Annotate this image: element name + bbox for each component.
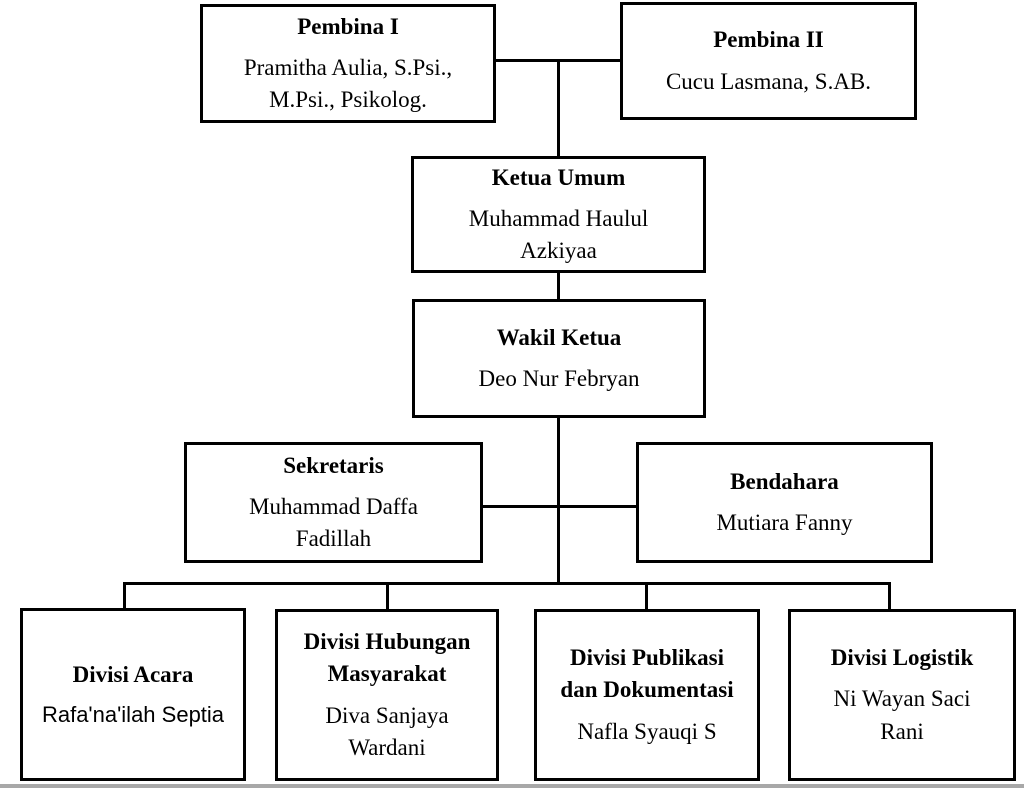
node-title: Pembina II xyxy=(713,27,824,53)
node-title: Divisi Hubungan Masyarakat xyxy=(303,629,471,687)
node-title: Wakil Ketua xyxy=(496,324,622,350)
connector-sekretaris-bendahara-horizontal xyxy=(482,505,637,508)
node-title: Bendahara xyxy=(730,468,839,494)
node-title: Pembina I xyxy=(297,13,399,39)
node-person-name: Mutiara Fanny xyxy=(716,510,853,535)
node-person-name: Nafla Syauqi S xyxy=(577,718,717,744)
node-title: Sekretaris xyxy=(283,452,384,478)
org-node-divisi-publikasi-dokumentasi: Divisi Publikasi dan Dokumentasi Nafla S… xyxy=(534,609,760,781)
org-node-divisi-hubungan-masyarakat: Divisi Hubungan Masyarakat Diva Sanjaya … xyxy=(275,609,499,781)
connector-pembina-to-ketua-vertical xyxy=(557,59,560,158)
org-node-sekretaris: Sekretaris Muhammad Daffa Fadillah xyxy=(184,442,483,563)
connector-drop-divisi-humas xyxy=(386,582,389,610)
connector-divisi-horizontal xyxy=(123,582,891,585)
connector-ketua-to-wakil-vertical xyxy=(557,272,560,301)
node-title: Divisi Logistik xyxy=(830,645,974,671)
node-person-name: Diva Sanjaya Wardani xyxy=(325,702,449,760)
org-node-ketua-umum: Ketua Umum Muhammad Haulul Azkiyaa xyxy=(411,156,706,273)
node-person-name: Muhammad Haulul Azkiyaa xyxy=(468,205,649,264)
node-title: Ketua Umum xyxy=(491,164,626,190)
org-node-wakil-ketua: Wakil Ketua Deo Nur Febryan xyxy=(412,299,706,418)
node-title: Divisi Acara xyxy=(72,661,194,687)
connector-drop-divisi-logistik xyxy=(888,582,891,610)
org-node-pembina-1: Pembina I Pramitha Aulia, S.Psi., M.Psi.… xyxy=(200,4,496,123)
connector-wakil-to-divisi-vertical xyxy=(557,417,560,585)
node-person-name: Pramitha Aulia, S.Psi., M.Psi., Psikolog… xyxy=(243,54,453,113)
connector-drop-divisi-pubdok xyxy=(645,582,648,610)
node-person-name: Muhammad Daffa Fadillah xyxy=(249,493,418,552)
node-title: Divisi Publikasi dan Dokumentasi xyxy=(560,645,734,703)
page-edge-strip xyxy=(0,784,1024,788)
org-node-pembina-2: Pembina II Cucu Lasmana, S.AB. xyxy=(620,2,917,120)
node-person-name: Cucu Lasmana, S.AB. xyxy=(665,68,872,94)
org-node-bendahara: Bendahara Mutiara Fanny xyxy=(636,442,933,563)
org-node-divisi-acara: Divisi Acara Rafa'na'ilah Septia xyxy=(20,608,246,781)
node-person-name: Deo Nur Febryan xyxy=(478,366,640,391)
node-person-name: Ni Wayan Saci Rani xyxy=(833,686,971,744)
connector-drop-divisi-acara xyxy=(123,582,126,609)
node-person-name: Rafa'na'ilah Septia xyxy=(41,701,225,727)
org-node-divisi-logistik: Divisi Logistik Ni Wayan Saci Rani xyxy=(788,609,1016,781)
